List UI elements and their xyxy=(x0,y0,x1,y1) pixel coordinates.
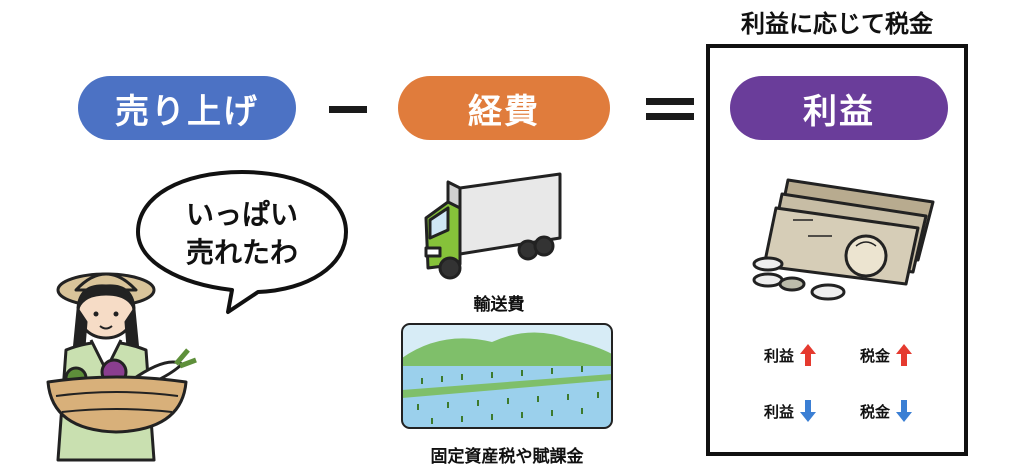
row2-tax-label: 税金 xyxy=(860,402,891,421)
profit-label: 利益 xyxy=(803,91,875,132)
field-caption: 固定資産税や賦課金 xyxy=(430,447,584,467)
sales-label: 売り上げ xyxy=(115,91,259,132)
truck-icon xyxy=(424,172,562,280)
expenses-label: 経費 xyxy=(468,91,540,132)
farmer-woman-icon xyxy=(46,272,197,462)
profit-box-title: 利益に応じて税金 xyxy=(741,10,933,38)
arrow-down-icon xyxy=(800,400,817,422)
truck-caption: 輸送費 xyxy=(473,295,525,315)
minus-sign xyxy=(329,106,367,113)
row1-tax-label: 税金 xyxy=(860,346,891,365)
speech-line-1: いっぱい xyxy=(185,198,298,231)
arrow-up-icon xyxy=(800,344,817,366)
profit-pill: 利益 xyxy=(730,76,948,140)
row1-profit: 利益 xyxy=(764,344,817,366)
rice-field-icon xyxy=(401,323,613,429)
profit-box xyxy=(706,44,968,456)
arrow-down-icon xyxy=(896,400,913,422)
row2-profit-label: 利益 xyxy=(764,402,795,421)
speech-line-2: 売れたわ xyxy=(185,236,298,269)
banknotes-coins-icon xyxy=(752,178,935,301)
arrow-up-icon xyxy=(896,344,913,366)
speech-bubble xyxy=(136,170,348,314)
sales-pill: 売り上げ xyxy=(78,76,296,140)
speech-bubble-text: いっぱい 売れたわ xyxy=(162,196,322,272)
expenses-pill: 経費 xyxy=(398,76,610,140)
row1-tax: 税金 xyxy=(860,344,913,366)
row2-tax: 税金 xyxy=(860,400,913,422)
row1-profit-label: 利益 xyxy=(764,346,795,365)
row2-profit: 利益 xyxy=(764,400,817,422)
